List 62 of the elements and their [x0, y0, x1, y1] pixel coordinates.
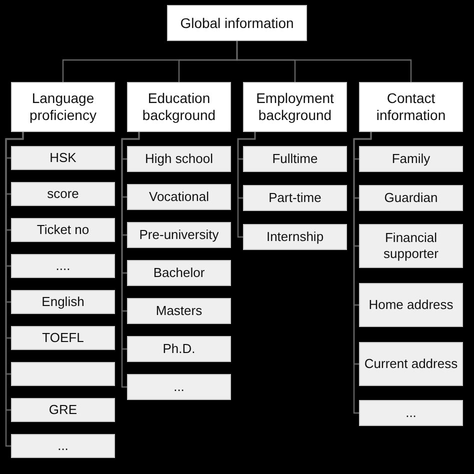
node-label: English: [42, 294, 84, 310]
item-box: [127, 374, 231, 400]
item-box: [359, 146, 463, 172]
item-box: [11, 326, 115, 350]
item-box: [359, 400, 463, 426]
item-box: [243, 146, 347, 172]
category-box: [359, 82, 463, 132]
item-box: [127, 146, 231, 172]
connector-line: [236, 41, 412, 82]
category-box: [11, 82, 115, 132]
item-box: [243, 185, 347, 211]
node-label: ...: [58, 438, 68, 454]
node-label: Contact information: [375, 90, 447, 124]
node-label: Global information: [180, 14, 294, 32]
item-box: [11, 146, 115, 170]
node-label: ....: [56, 258, 70, 274]
item-box: [359, 283, 463, 327]
item-box: [11, 398, 115, 422]
item-box: [11, 362, 115, 386]
node-label: Current address: [364, 356, 458, 372]
node-label: Language proficiency: [28, 90, 98, 124]
node-label: Guardian: [384, 190, 438, 206]
node-label: HSK: [50, 150, 76, 166]
node-label: ...: [174, 379, 184, 395]
node-label: Education background: [141, 90, 217, 124]
node-label: Internship: [266, 229, 324, 245]
node-label: GRE: [48, 402, 78, 418]
node-label: Part-time: [268, 190, 322, 206]
node-label: TOEFL: [42, 330, 84, 346]
node-label: Ticket no: [36, 222, 90, 238]
node-label: ...: [406, 405, 416, 421]
item-box: [359, 185, 463, 211]
category-box: [243, 82, 347, 132]
item-box: [127, 260, 231, 286]
item-box: [359, 342, 463, 386]
node-label: Bachelor: [153, 265, 205, 281]
connector-line: [237, 132, 256, 238]
node-label: Vocational: [149, 189, 209, 205]
node-label: Family: [392, 151, 430, 167]
item-box: [11, 290, 115, 314]
item-box: [127, 184, 231, 210]
root-box: [167, 5, 307, 41]
node-label: Masters: [156, 303, 202, 319]
item-box: [11, 254, 115, 278]
node-label: High school: [145, 151, 213, 167]
node-label: score: [47, 186, 79, 202]
node-label: Fulltime: [272, 151, 318, 167]
item-box: [11, 434, 115, 458]
item-box: [243, 224, 347, 250]
node-label: Financial supporter: [382, 230, 440, 262]
item-box: [127, 298, 231, 324]
connector-line: [353, 132, 372, 414]
item-box: [127, 222, 231, 248]
item-box: [127, 336, 231, 362]
node-label: Employment background: [255, 90, 335, 124]
node-label: Ph.D.: [162, 341, 196, 357]
node-label: Pre-university: [139, 227, 219, 243]
item-box: [359, 224, 463, 268]
category-box: [127, 82, 231, 132]
node-label: Home address: [368, 297, 454, 313]
item-box: [11, 218, 115, 242]
item-box: [11, 182, 115, 206]
